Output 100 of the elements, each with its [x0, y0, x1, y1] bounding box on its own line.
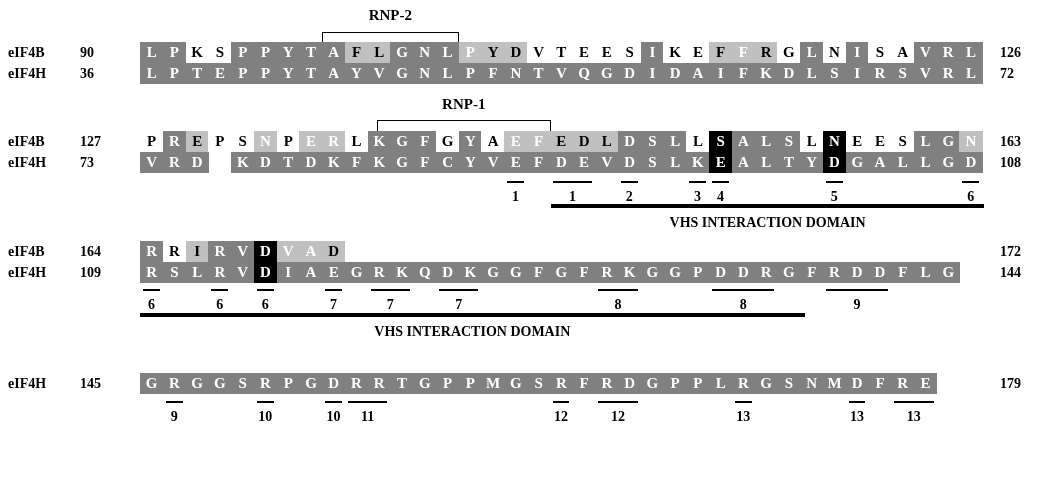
residue-letter: G: [754, 373, 778, 394]
residue-letter: E: [504, 152, 528, 173]
motif-number: 3: [694, 190, 702, 204]
residue-letter: F: [868, 373, 892, 394]
residue-letter: P: [435, 373, 460, 394]
residue-letter: E: [322, 262, 346, 283]
motif-label: RNP-1: [442, 97, 486, 112]
residue-letter: F: [413, 131, 437, 152]
sequence-name: eIF4B: [8, 46, 45, 60]
residue-letter: R: [344, 373, 369, 394]
residue-letter: D: [504, 42, 528, 63]
residue-letter: D: [617, 373, 642, 394]
residue-letter: F: [481, 63, 505, 84]
residue-letter: G: [344, 262, 369, 283]
residue-letter: L: [140, 63, 164, 84]
residue-letter: P: [253, 63, 278, 84]
residue-number: 145: [80, 377, 101, 391]
residue-letter: L: [800, 63, 824, 84]
residue-letter: R: [754, 42, 778, 63]
residue-number: 90: [80, 46, 94, 60]
motif-number: 5: [830, 190, 838, 204]
residue-letter: G: [595, 63, 619, 84]
residue-number: 144: [1000, 266, 1021, 280]
residue-letter: K: [231, 152, 255, 173]
residue-letter: D: [822, 152, 847, 173]
residue-letter: D: [845, 373, 869, 394]
residue-letter: L: [959, 42, 983, 63]
residue-letter: D: [572, 131, 596, 152]
residue-letter: D: [322, 373, 346, 394]
residue-letter: E: [208, 63, 232, 84]
residue-letter: S: [822, 63, 847, 84]
motif-number: 12: [610, 410, 625, 424]
residue-letter: A: [686, 63, 710, 84]
residue-letter: G: [299, 373, 323, 394]
residue-letter: G: [936, 131, 960, 152]
residue-letter: V: [231, 241, 255, 262]
residue-letter: G: [390, 131, 414, 152]
residue-letter: I: [845, 63, 869, 84]
residue-letter: F: [526, 131, 551, 152]
residue-letter: Y: [800, 152, 824, 173]
residue-letter: L: [959, 63, 983, 84]
residue-letter: G: [936, 152, 960, 173]
residue-letter: G: [640, 262, 665, 283]
residue-letter: S: [162, 262, 187, 283]
residue-letter: L: [140, 42, 164, 63]
residue-letter: R: [936, 63, 960, 84]
residue-letter: F: [526, 152, 551, 173]
residue-letter: I: [845, 42, 869, 63]
residue-letter: N: [504, 63, 528, 84]
sequence-name: eIF4H: [8, 377, 47, 391]
residue-letter: R: [162, 373, 187, 394]
residue-letter: Q: [572, 63, 596, 84]
residue-letter: G: [140, 373, 164, 394]
residue-letter: T: [526, 63, 551, 84]
residue-letter: S: [231, 373, 255, 394]
residue-letter: L: [913, 262, 938, 283]
residue-letter: L: [913, 152, 938, 173]
residue-letter: F: [891, 262, 915, 283]
residue-letter: R: [822, 262, 847, 283]
residue-letter: K: [367, 131, 391, 152]
motif-number: 9: [853, 298, 861, 312]
residue-number: 73: [80, 156, 94, 170]
residue-number: 126: [1000, 46, 1021, 60]
residue-letter: S: [526, 373, 551, 394]
residue-letter: E: [709, 152, 733, 173]
residue-letter: A: [322, 42, 346, 63]
residue-letter: D: [959, 152, 983, 173]
motif-number: 13: [736, 410, 751, 424]
residue-number: 72: [1000, 67, 1014, 81]
residue-letter: G: [481, 262, 505, 283]
residue-letter: D: [185, 152, 209, 173]
residue-letter: G: [936, 262, 960, 283]
residue-number: 172: [1000, 245, 1021, 259]
residue-letter: F: [731, 42, 756, 63]
residue-letter: S: [777, 373, 801, 394]
residue-letter: F: [526, 262, 551, 283]
residue-letter: R: [140, 241, 164, 262]
residue-letter: L: [709, 373, 733, 394]
residue-letter: L: [663, 152, 687, 173]
residue-letter: R: [162, 131, 187, 152]
residue-letter: G: [663, 262, 687, 283]
residue-letter: L: [595, 131, 619, 152]
residue-letter: T: [276, 152, 300, 173]
residue-letter: V: [913, 63, 938, 84]
residue-number: 109: [80, 266, 101, 280]
motif-number: 1: [512, 190, 520, 204]
residue-letter: N: [413, 63, 437, 84]
residue-letter: L: [913, 131, 938, 152]
residue-letter: N: [253, 131, 278, 152]
residue-letter: Y: [276, 42, 300, 63]
motif-number: 10: [258, 410, 273, 424]
motif-number: 1: [568, 190, 576, 204]
residue-letter: G: [208, 373, 232, 394]
residue-letter: R: [367, 262, 391, 283]
motif-number: 13: [849, 410, 864, 424]
residue-letter: N: [800, 373, 824, 394]
residue-letter: F: [800, 262, 824, 283]
residue-letter: L: [185, 262, 209, 283]
residue-letter: D: [617, 131, 642, 152]
residue-letter: D: [663, 63, 687, 84]
